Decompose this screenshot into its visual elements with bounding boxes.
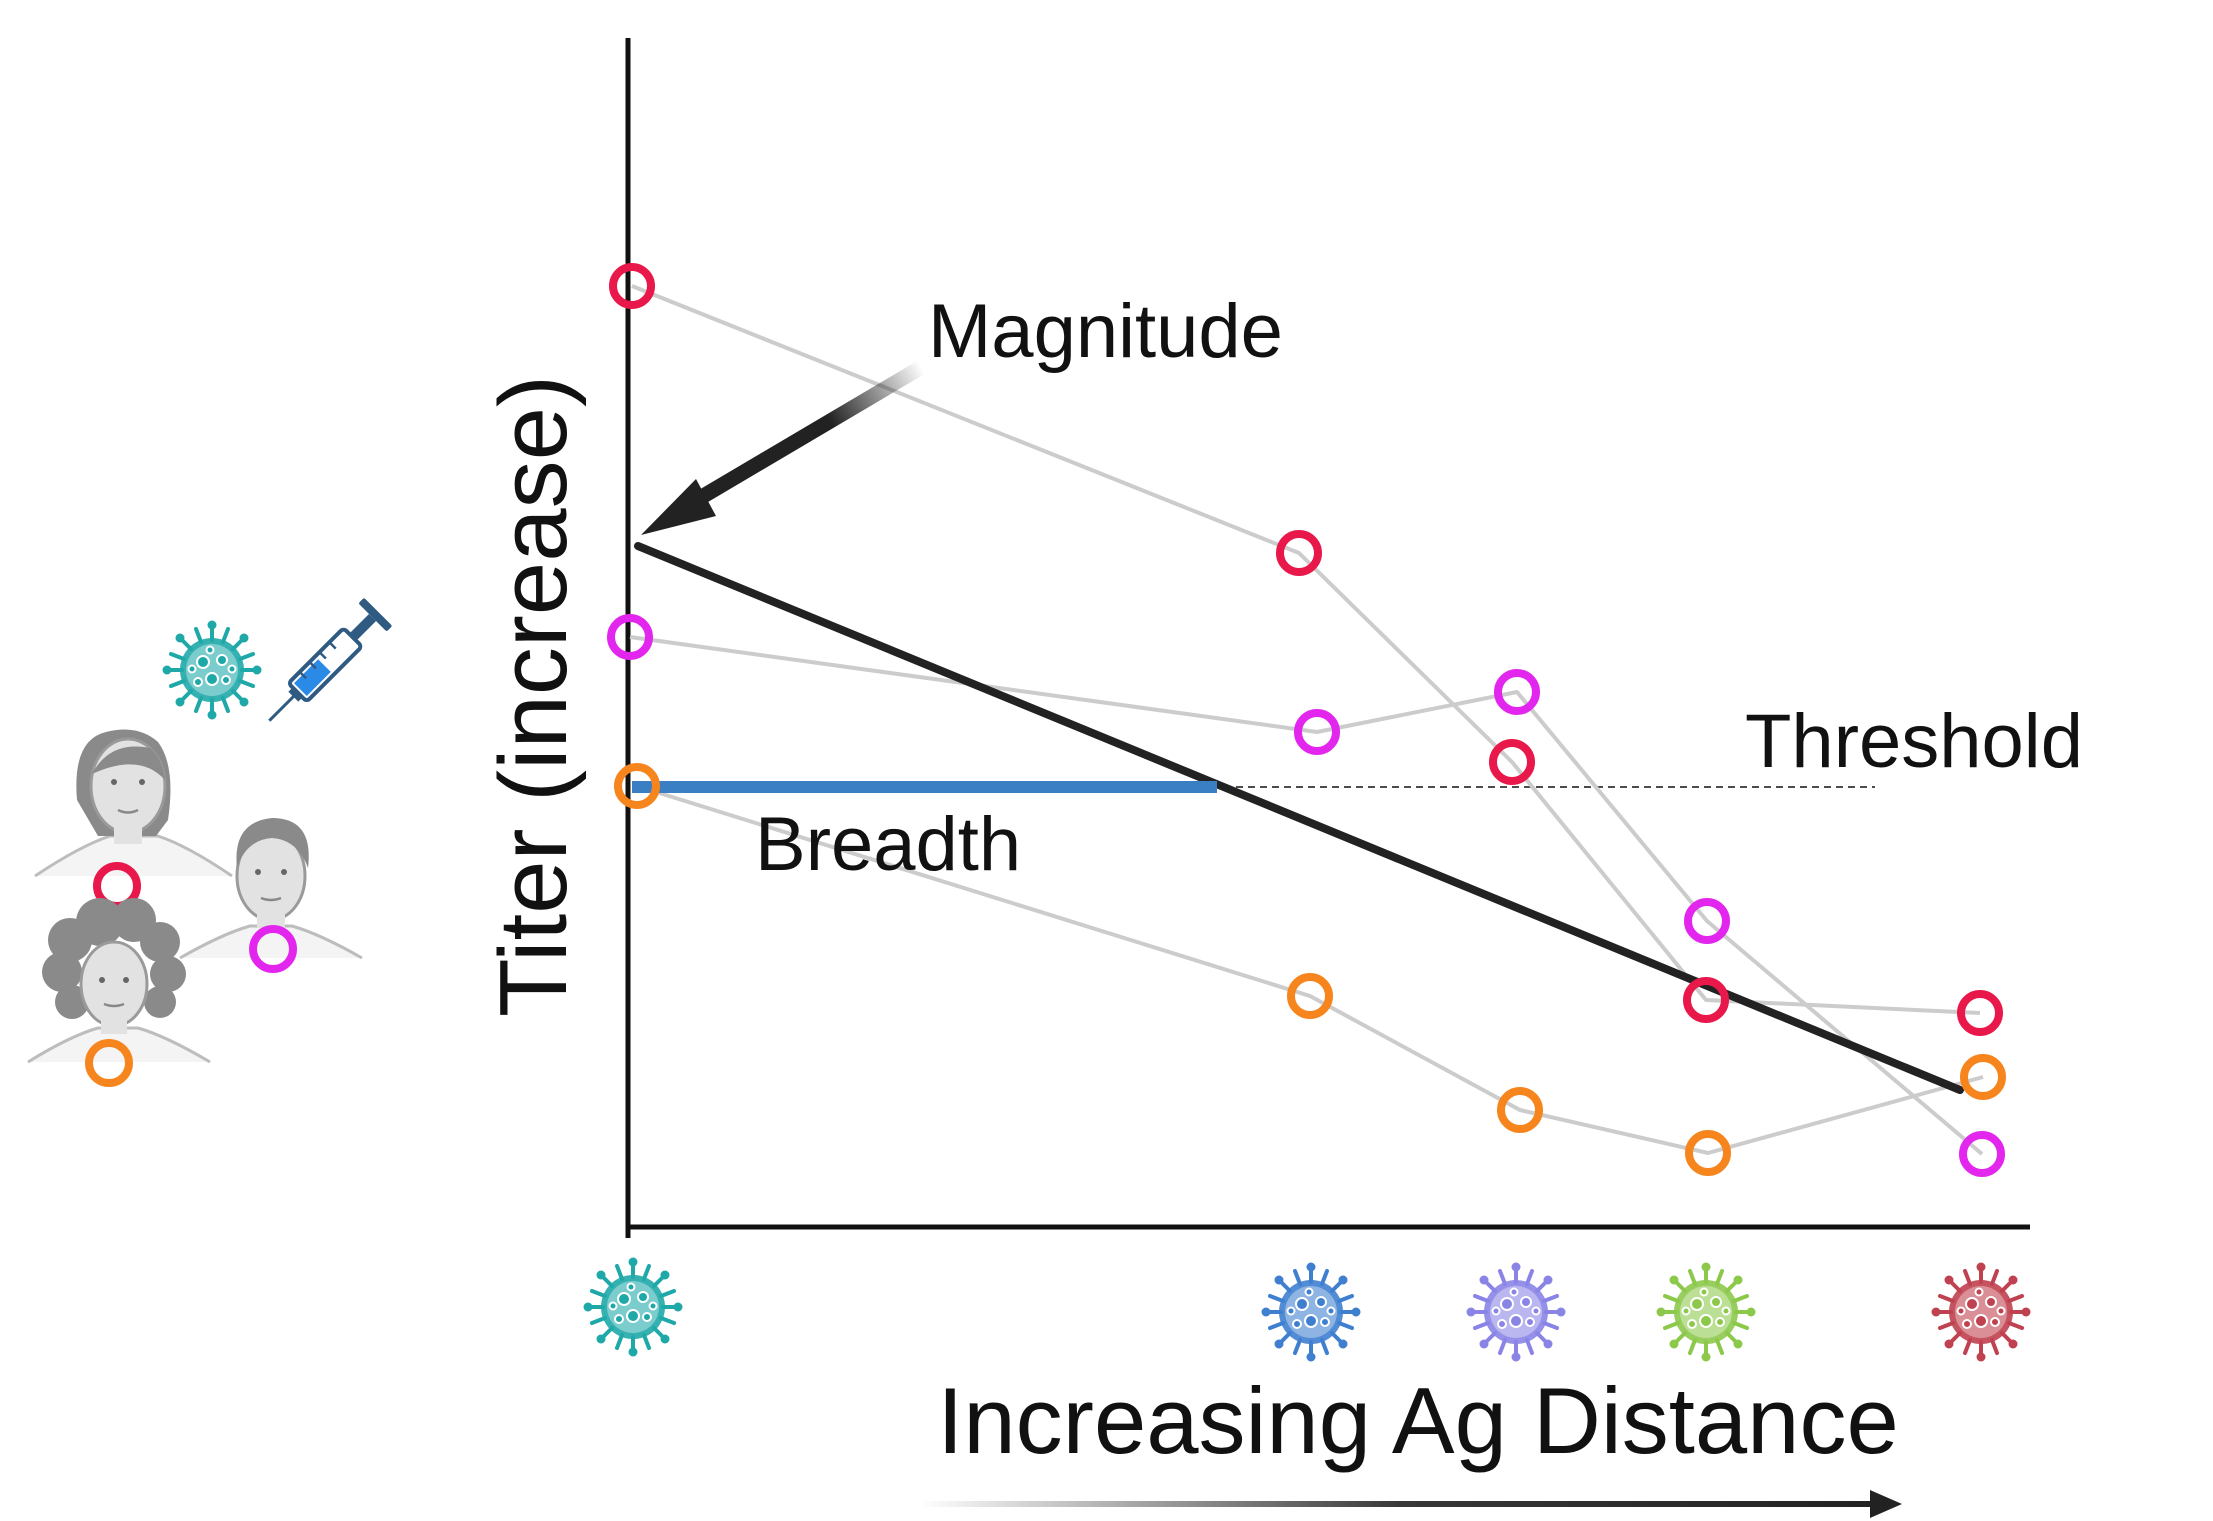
- data-point-red: [1957, 990, 2003, 1036]
- data-point-red: [1683, 977, 1729, 1023]
- data-point-red: [1276, 530, 1322, 576]
- subject-magenta-points: [607, 614, 2005, 1177]
- virus-green-icon: [1654, 1260, 1758, 1364]
- antigen-icons: [581, 1255, 2033, 1364]
- syringe-icon: [268, 598, 392, 722]
- subject-orange-points: [614, 763, 2006, 1176]
- axes: [625, 38, 2030, 1238]
- subject-connectors: [629, 284, 1984, 1156]
- subject-magenta-connector: [629, 635, 1984, 1156]
- data-point-magenta: [1494, 669, 1540, 715]
- person-male-icon: [179, 818, 363, 973]
- trend-line: [634, 542, 1964, 1094]
- ag-distance-arrow: [920, 1490, 1902, 1518]
- subject-orange-connector: [636, 784, 1984, 1155]
- data-point-magenta: [1959, 1131, 2005, 1177]
- x-axis-label: Increasing Ag Distance: [937, 1368, 1898, 1473]
- virus-icon: [160, 618, 264, 722]
- virus-blue-icon: [1259, 1260, 1363, 1364]
- subject-orange-marker: [85, 1039, 133, 1087]
- data-point-magenta: [1684, 898, 1730, 944]
- threshold-label: Threshold: [1745, 699, 2083, 784]
- y-axis-label: Titer (increase): [480, 375, 587, 1017]
- person-female-icon: [34, 729, 233, 910]
- data-point-orange: [1685, 1130, 1731, 1176]
- data-point-orange: [1960, 1054, 2006, 1100]
- data-point-orange: [1287, 973, 1333, 1019]
- magnitude-arrow: [641, 360, 928, 535]
- virus-red-icon: [1929, 1260, 2033, 1364]
- subject-red-connector: [631, 284, 1981, 1015]
- subject-magenta-marker: [249, 925, 297, 973]
- data-point-orange: [1497, 1087, 1543, 1133]
- subject-red-points: [609, 263, 2003, 1036]
- breadth-label: Breadth: [755, 802, 1021, 887]
- data-point-magenta: [1294, 709, 1340, 755]
- data-point-red: [1489, 739, 1535, 785]
- data-point-magenta: [607, 614, 653, 660]
- magnitude-label: Magnitude: [928, 289, 1283, 374]
- data-point-orange: [614, 763, 660, 809]
- person-curly-hair-icon: [27, 898, 211, 1087]
- virus-purple-icon: [1464, 1260, 1568, 1364]
- virus-teal-icon: [581, 1255, 685, 1359]
- data-point-red: [609, 263, 655, 309]
